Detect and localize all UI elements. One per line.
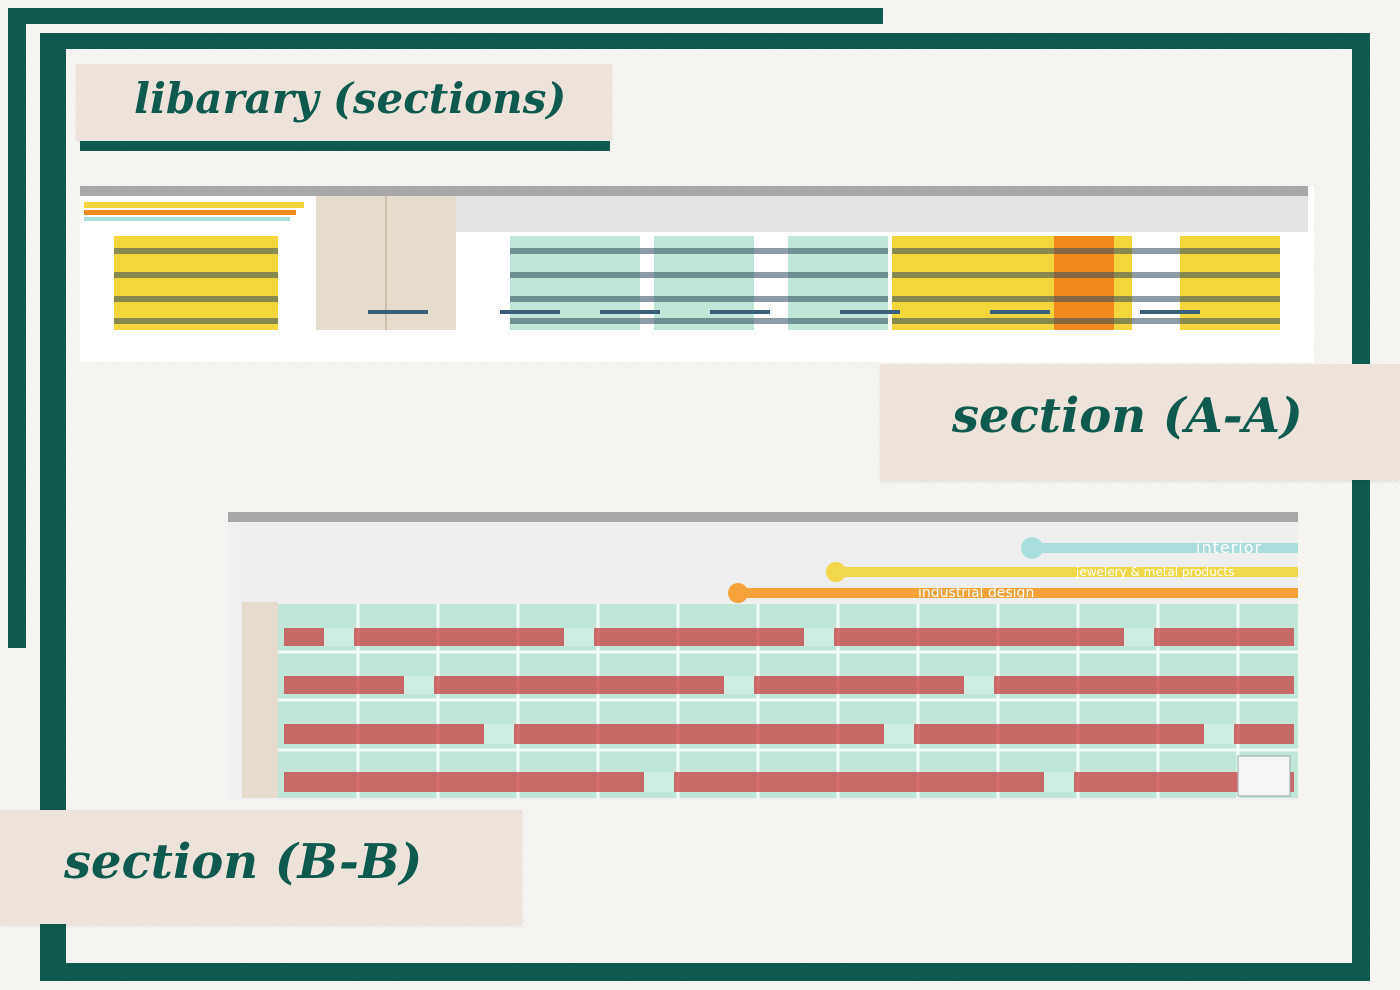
section-bb-book-rows <box>284 628 1294 792</box>
tag-jewelery: jewelery & metal products <box>1076 565 1235 579</box>
section-aa-stripe-teal <box>84 217 290 221</box>
section-bb-label: section (B-B) <box>64 834 423 890</box>
section-bb-side-panel <box>242 602 278 798</box>
section-bb-tag-lines <box>728 537 1298 603</box>
frame-top-outer <box>8 8 883 24</box>
section-aa-book-rows <box>114 248 1280 324</box>
frame-top-inner <box>40 33 1370 49</box>
section-bb-book-gaps <box>324 628 1234 792</box>
section-aa-stripe-orange <box>84 210 296 215</box>
frame-bottom-inner <box>40 963 1370 981</box>
tag-dot-jewelery <box>826 562 846 582</box>
section-aa-label: section (A-A) <box>952 388 1303 444</box>
section-aa-soffit <box>456 196 1308 232</box>
tag-interior: interior <box>1196 538 1263 557</box>
title-underline <box>80 141 610 151</box>
section-aa-ceiling <box>80 186 1308 196</box>
frame-right-inner <box>1352 33 1370 981</box>
tag-dot-interior <box>1021 537 1043 559</box>
section-bb-label-box <box>0 810 522 924</box>
title-box <box>76 64 612 140</box>
page-title: libarary (sections) <box>134 74 567 123</box>
tag-dot-industrial <box>728 583 748 603</box>
section-aa-drawing <box>80 186 1314 362</box>
section-aa-floor <box>80 330 1314 362</box>
section-bb-drawing <box>228 512 1298 800</box>
section-aa-tables <box>368 310 1200 314</box>
section-aa-label-box <box>880 364 1400 480</box>
section-bb-ceiling <box>228 512 1298 522</box>
frame-left-outer <box>8 8 26 648</box>
section-bb-desk <box>1237 755 1291 797</box>
tag-industrial-design: industrial design <box>918 585 1035 601</box>
section-aa-stripe-yellow <box>84 202 304 208</box>
